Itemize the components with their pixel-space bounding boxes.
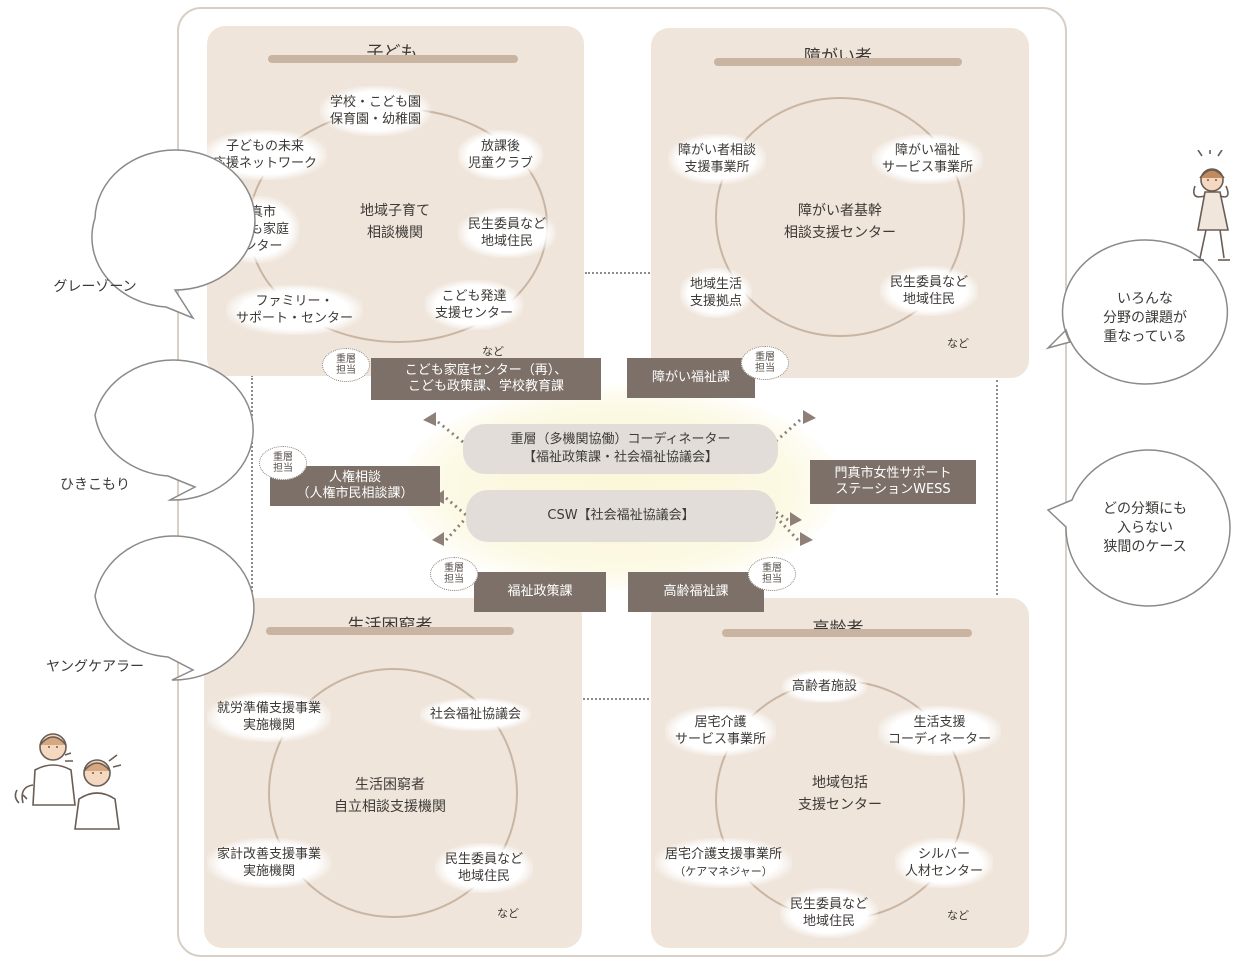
- node-school: 学校・こども園 保育園・幼稚園: [320, 86, 432, 136]
- coordinator-pill: 重層（多機関協働）コーディネーター 【福祉政策課・社会福祉協議会】: [463, 424, 778, 474]
- connector-top: [585, 272, 650, 274]
- node-council: 社会福祉協議会: [420, 698, 532, 731]
- tag-elderly-dept: 高齢福祉課: [628, 572, 764, 612]
- csw-pill: CSW【社会福祉協議会】: [466, 490, 776, 542]
- node-household: 家計改善支援事業 実施機関: [207, 838, 332, 888]
- children-etc: など: [482, 345, 504, 358]
- tag-wess: 門真市女性サポート ステーションWESS: [810, 460, 976, 504]
- node-disabled-consult: 障がい者相談 支援事業所: [668, 134, 767, 184]
- bubble-overlap: [1045, 239, 1229, 385]
- bubble-hikikomori: [94, 359, 254, 501]
- tag-welfare-policy: 福祉政策課: [474, 572, 606, 612]
- panel-disabled-bar: [714, 58, 962, 66]
- node-needy-commissioner: 民生委員など 地域住民: [435, 843, 534, 893]
- bubble-young-carer: [94, 535, 255, 681]
- node-life-coordinator: 生活支援 コーディネーター: [878, 706, 1002, 756]
- disabled-center: 障がい者基幹 相談支援センター: [784, 203, 896, 241]
- bubble-gap: [1046, 449, 1231, 607]
- node-elderly-commissioner: 民生委員など 地域住民: [780, 888, 879, 938]
- panel-elderly-bar: [722, 629, 972, 637]
- bubble-hikikomori-text: ひきこもり: [60, 477, 130, 493]
- children-center: 地域子育て 相談機関: [360, 203, 430, 241]
- node-after-school: 放課後 児童クラブ: [458, 130, 544, 180]
- connector-left: [251, 375, 253, 600]
- panel-needy-ring: [268, 668, 518, 918]
- arrow-head-ll: [432, 532, 444, 546]
- stamp-human-rights: 重層担当: [259, 446, 307, 480]
- node-care-manager: 居宅介護支援事業所 （ケアマネジャー）: [655, 838, 793, 888]
- bubble-gray-zone: [91, 149, 256, 320]
- bubble-overlap-text: いろんな 分野の課題が 重なっている: [1103, 291, 1187, 345]
- panel-children-bar: [268, 55, 518, 63]
- arrow-head-mr: [790, 512, 802, 526]
- node-disabled-commissioner: 民生委員など 地域住民: [880, 266, 979, 316]
- node-children-commissioner: 民生委員など 地域住民: [458, 208, 557, 258]
- node-employment: 就労準備支援事業 実施機関: [207, 692, 332, 742]
- stamp-welfare-policy: 重層担当: [430, 557, 478, 591]
- node-family-support: ファミリー・ サポート・センター: [226, 285, 364, 335]
- node-silver-center: シルバー 人材センター: [895, 838, 994, 888]
- worried-girl-illustration: [1192, 150, 1230, 261]
- node-development-center: こども発達 支援センター: [425, 280, 524, 330]
- bubble-gap-text: どの分類にも 入らない 狭間のケース: [1103, 501, 1187, 555]
- connector-right: [996, 380, 998, 595]
- node-living-base: 地域生活 支援拠点: [680, 268, 753, 318]
- node-home-care: 居宅介護 サービス事業所: [665, 706, 777, 756]
- disabled-etc: など: [947, 337, 969, 350]
- core-glow: [400, 385, 840, 590]
- tag-children-dept: こども家庭センター（再）、 こども政策課、学校教育課: [371, 358, 601, 400]
- node-elderly-facility: 高齢者施設: [782, 670, 868, 703]
- elderly-center: 地域包括 支援センター: [798, 775, 882, 813]
- stamp-disabled: 重層担当: [741, 346, 789, 380]
- stamp-elderly: 重層担当: [748, 557, 796, 591]
- panel-disabled-ring: [715, 97, 965, 337]
- bubble-gray-zone-text: グレーゾーン: [53, 279, 137, 295]
- bubble-young-carer-text: ヤングケアラー: [46, 659, 144, 675]
- needy-center: 生活困窮者 自立相談支援機関: [334, 777, 446, 815]
- connector-bottom: [583, 698, 653, 700]
- panel-needy-bar: [266, 627, 514, 635]
- stamp-children: 重層担当: [322, 348, 370, 382]
- arrow-head-lr: [800, 532, 813, 546]
- tag-disabled-dept: 障がい福祉課: [627, 358, 755, 398]
- arrow-head-ul: [423, 412, 436, 426]
- node-future-network: 子どもの未来 応援ネットワーク: [203, 130, 328, 180]
- carer-people-illustration: [14, 733, 122, 830]
- elderly-etc: など: [947, 909, 969, 922]
- node-disabled-service: 障がい福祉 サービス事業所: [872, 134, 984, 184]
- arrow-head-ur: [803, 410, 816, 424]
- needy-etc: など: [497, 907, 519, 920]
